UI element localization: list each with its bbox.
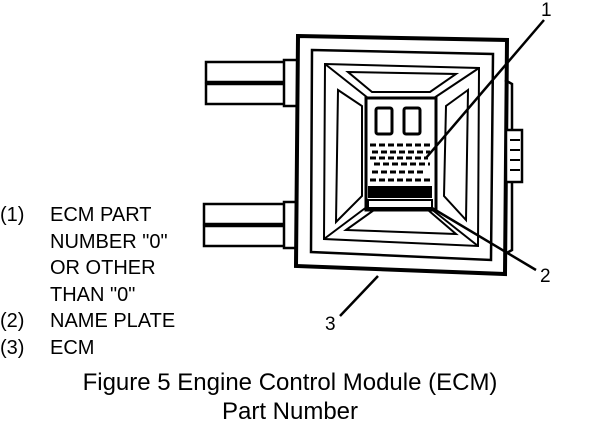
callout-3: 3 — [325, 314, 336, 335]
top-connector — [204, 58, 302, 108]
legend-item-2-text: NAME PLATE — [50, 310, 176, 332]
legend-item-1-line-1: ECM PART — [50, 204, 152, 226]
caption-line-2: Part Number — [221, 398, 359, 425]
callout-2: 2 — [540, 266, 551, 287]
legend-item-1-line-2: NUMBER "0" — [50, 230, 168, 253]
callout-1: 1 — [541, 0, 552, 21]
figure-caption: Figure 5 Engine Control Module (ECM) Par… — [0, 368, 580, 426]
legend-item-1-line-4: THAN "0" — [50, 283, 136, 306]
legend-item-1-number: (1) — [0, 204, 25, 226]
legend-item-3-text: ECM — [50, 336, 95, 359]
caption-line-1: Figure 5 Engine Control Module (ECM) — [82, 369, 498, 396]
leader-lines — [339, 19, 545, 317]
bottom-connector — [202, 200, 302, 250]
legend-item-2-number: (2) — [0, 310, 25, 332]
legend-item-1-line-3: OR OTHER — [50, 257, 156, 279]
name-plate — [364, 96, 438, 212]
legend-item-3-number: (3) — [0, 336, 25, 359]
